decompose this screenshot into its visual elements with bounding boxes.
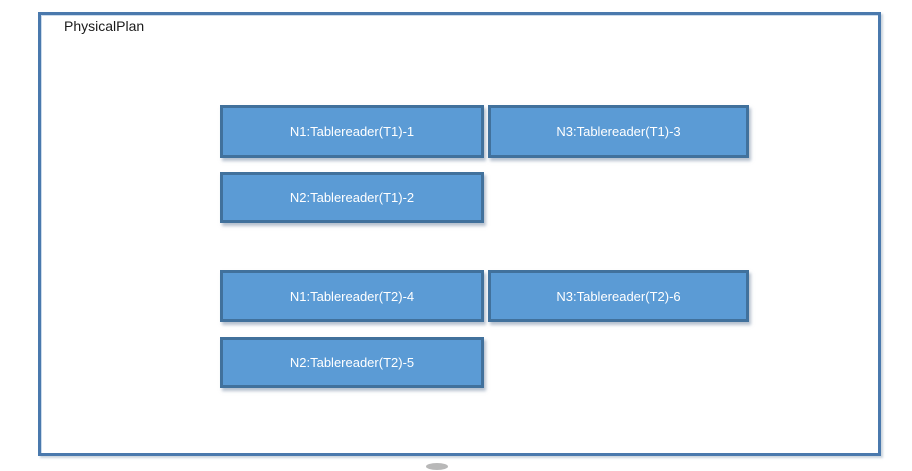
plan-node-n2-tablereader-t2: N2:Tablereader(T2)-5 [220,337,484,388]
plan-node-n3-tablereader-t2: N3:Tablereader(T2)-6 [488,270,749,322]
plan-node-label: N2:Tablereader(T2)-5 [289,355,415,370]
plan-node-n3-tablereader-t1: N3:Tablereader(T1)-3 [488,105,749,158]
plan-node-label: N3:Tablereader(T1)-3 [556,124,681,139]
plan-node-n2-tablereader-t1: N2:Tablereader(T1)-2 [220,172,484,223]
plan-node-n1-tablereader-t1: N1:Tablereader(T1)-1 [220,105,484,158]
plan-node-label: N3:Tablereader(T2)-6 [556,288,681,304]
bottom-edge-ellipse-artifact [426,463,448,470]
plan-node-n1-tablereader-t2: N1:Tablereader(T2)-4 [220,270,484,322]
plan-node-label: N2:Tablereader(T1)-2 [289,190,415,205]
diagram-title: PhysicalPlan [64,18,145,34]
physical-plan-frame [38,12,881,456]
plan-node-label: N1:Tablereader(T2)-4 [289,288,415,304]
plan-node-label: N1:Tablereader(T1)-1 [289,124,415,139]
